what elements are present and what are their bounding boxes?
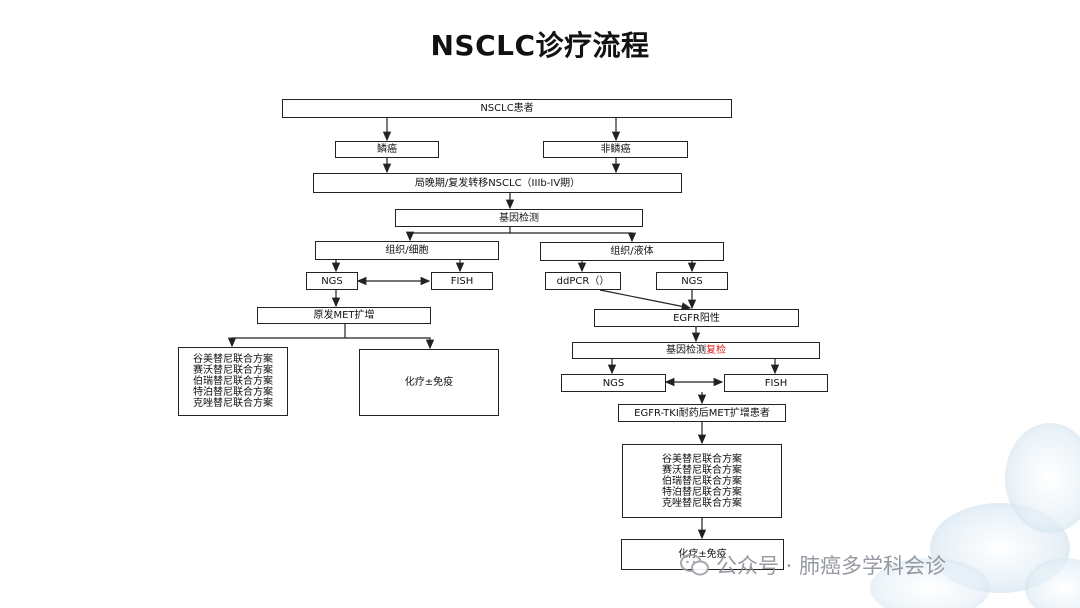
line-genetest-right	[510, 232, 637, 243]
line-primary-right	[345, 337, 435, 350]
node-egfr-tki-label: EGFR-TKI耐药后MET扩增患者	[634, 407, 770, 419]
page-title: NSCLC诊疗流程	[430, 29, 650, 62]
node-ngs-retest-label: NGS	[602, 377, 625, 389]
line-genetest-split	[405, 227, 511, 242]
node-regimens-right: 谷美替尼联合方案 赛沃替尼联合方案 伯瑞替尼联合方案 特泊替尼联合方案 克唑替尼…	[622, 444, 782, 518]
node-retest-prefix: 基因检测	[666, 345, 706, 356]
node-egfr-positive-label: EGFR阳性	[673, 312, 720, 324]
node-primary-met-label: 原发MET扩增	[313, 310, 375, 321]
node-fish-left: FISH	[431, 272, 493, 290]
arrow-ddpcr-egfr	[599, 289, 692, 311]
node-nonsquamous: 非鳞癌	[543, 141, 688, 158]
node-ngs-right-label: NGS	[681, 275, 703, 287]
regimen-right-4: 特泊替尼联合方案	[662, 486, 742, 498]
node-ngs-right: NGS	[656, 272, 728, 290]
node-stage-label: 局晚期/复发转移NSCLC（IIIb-IV期）	[414, 177, 581, 189]
node-retest: 基因检测复检	[572, 342, 820, 359]
node-ngs-retest: NGS	[561, 374, 666, 392]
node-primary-met: 原发MET扩增	[257, 307, 431, 324]
node-fish-retest-label: FISH	[764, 377, 788, 389]
node-ddpcr: ddPCR（）	[545, 272, 621, 290]
regimen-left-1: 谷美替尼联合方案	[193, 354, 273, 365]
node-tissue-cell-label: 组织/细胞	[385, 245, 429, 256]
node-patient-label: NSCLC患者	[480, 103, 534, 114]
regimen-right-3: 伯瑞替尼联合方案	[662, 475, 742, 487]
node-chemo-left-label: 化疗±免疫	[404, 377, 454, 388]
node-ngs-left: NGS	[306, 272, 358, 290]
regimen-left-3: 伯瑞替尼联合方案	[193, 376, 273, 387]
node-patient: NSCLC患者	[282, 99, 732, 118]
regimen-right-2: 赛沃替尼联合方案	[662, 464, 742, 476]
regimen-left-2: 赛沃替尼联合方案	[193, 365, 273, 376]
node-squamous: 鳞癌	[335, 141, 439, 158]
node-regimens-left: 谷美替尼联合方案 赛沃替尼联合方案 伯瑞替尼联合方案 特泊替尼联合方案 克唑替尼…	[178, 347, 288, 416]
node-nonsquamous-label: 非鳞癌	[600, 144, 631, 155]
regimen-left-5: 克唑替尼联合方案	[193, 398, 273, 409]
node-tissue-liquid: 组织/液体	[540, 242, 724, 261]
node-ngs-left-label: NGS	[321, 275, 343, 287]
watermark-text: 公众号 · 肺癌多学科会诊	[716, 554, 947, 578]
watermark: 公众号 · 肺癌多学科会诊	[680, 550, 946, 580]
node-stage: 局晚期/复发转移NSCLC（IIIb-IV期）	[313, 173, 682, 193]
wechat-icon	[680, 554, 710, 576]
node-fish-retest: FISH	[724, 374, 828, 392]
node-egfr-tki: EGFR-TKI耐药后MET扩增患者	[618, 404, 786, 422]
node-fish-left-label: FISH	[450, 275, 474, 287]
regimen-right-1: 谷美替尼联合方案	[662, 453, 742, 465]
regimen-left-4: 特泊替尼联合方案	[193, 387, 273, 398]
node-gene-test: 基因检测	[395, 209, 643, 227]
node-tissue-cell: 组织/细胞	[315, 241, 499, 260]
node-egfr-positive: EGFR阳性	[594, 309, 799, 327]
node-chemo-left: 化疗±免疫	[359, 349, 499, 416]
node-squamous-label: 鳞癌	[377, 144, 397, 155]
node-gene-test-label: 基因检测	[499, 212, 539, 224]
node-retest-highlight: 复检	[706, 345, 726, 356]
regimen-right-5: 克唑替尼联合方案	[662, 497, 742, 509]
node-tissue-liquid-label: 组织/液体	[610, 246, 654, 257]
node-ddpcr-label: ddPCR（）	[556, 275, 610, 287]
node-chemo-right-label: 化疗±免疫	[678, 549, 727, 560]
line-primary-split	[227, 324, 346, 348]
